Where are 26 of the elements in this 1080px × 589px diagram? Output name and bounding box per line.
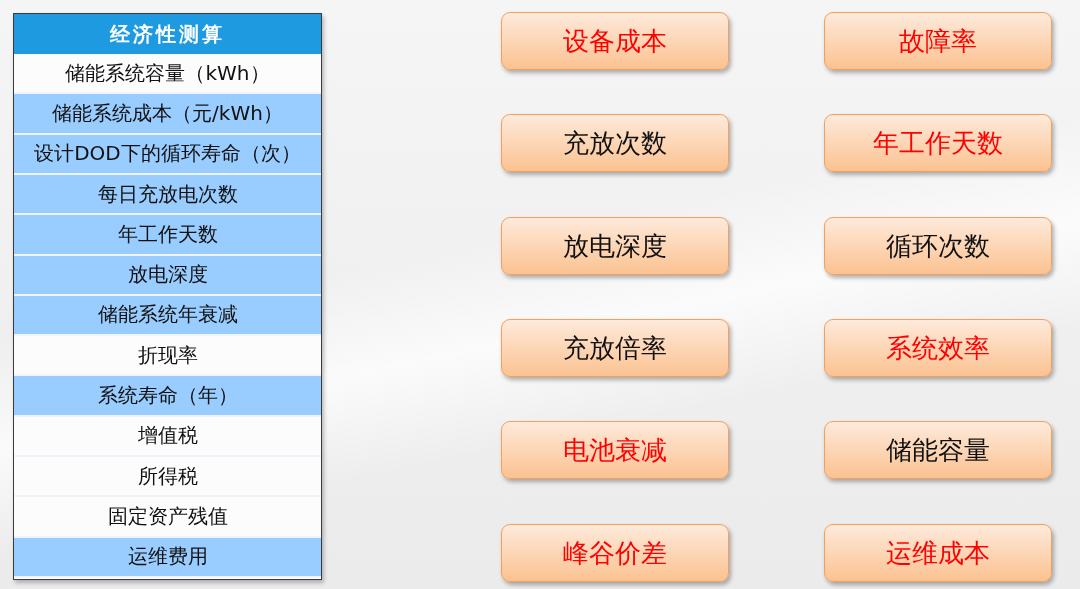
rounded-box: 峰谷价差: [501, 524, 729, 582]
table-cell: 运维费用: [14, 537, 321, 578]
table-cell: 增值税: [14, 416, 321, 458]
table-cell: 每日充放电次数: [14, 174, 321, 216]
rounded-box: 储能容量: [824, 421, 1052, 479]
rounded-box: 故障率: [824, 12, 1052, 70]
table-cell: 所得税: [14, 457, 321, 498]
table-cell: 系统寿命（年）: [14, 376, 321, 417]
rounded-box: 设备成本: [501, 12, 729, 70]
rounded-box: 年工作天数: [824, 114, 1052, 172]
rounded-box: 系统效率: [824, 319, 1052, 377]
table-cell: 储能系统成本（元/kWh）: [14, 94, 321, 135]
table-cell: 固定资产残值: [14, 497, 321, 538]
table-cell: 设计DOD下的循环寿命（次）: [14, 134, 321, 175]
table-cell: 储能系统容量（kWh）: [14, 54, 321, 95]
table-cell: 年工作天数: [14, 215, 321, 256]
table-header: 经济性测算: [14, 14, 321, 54]
rounded-box: 运维成本: [824, 524, 1052, 582]
table-cell: 储能系统年衰减: [14, 295, 321, 337]
table-cell: 放电深度: [14, 255, 321, 296]
rounded-box: 电池衰减: [501, 421, 729, 479]
rounded-box: 放电深度: [501, 217, 729, 275]
rounded-box: 充放倍率: [501, 319, 729, 377]
table-cell: 折现率: [14, 336, 321, 377]
rounded-box: 充放次数: [501, 114, 729, 172]
rounded-box: 循环次数: [824, 217, 1052, 275]
